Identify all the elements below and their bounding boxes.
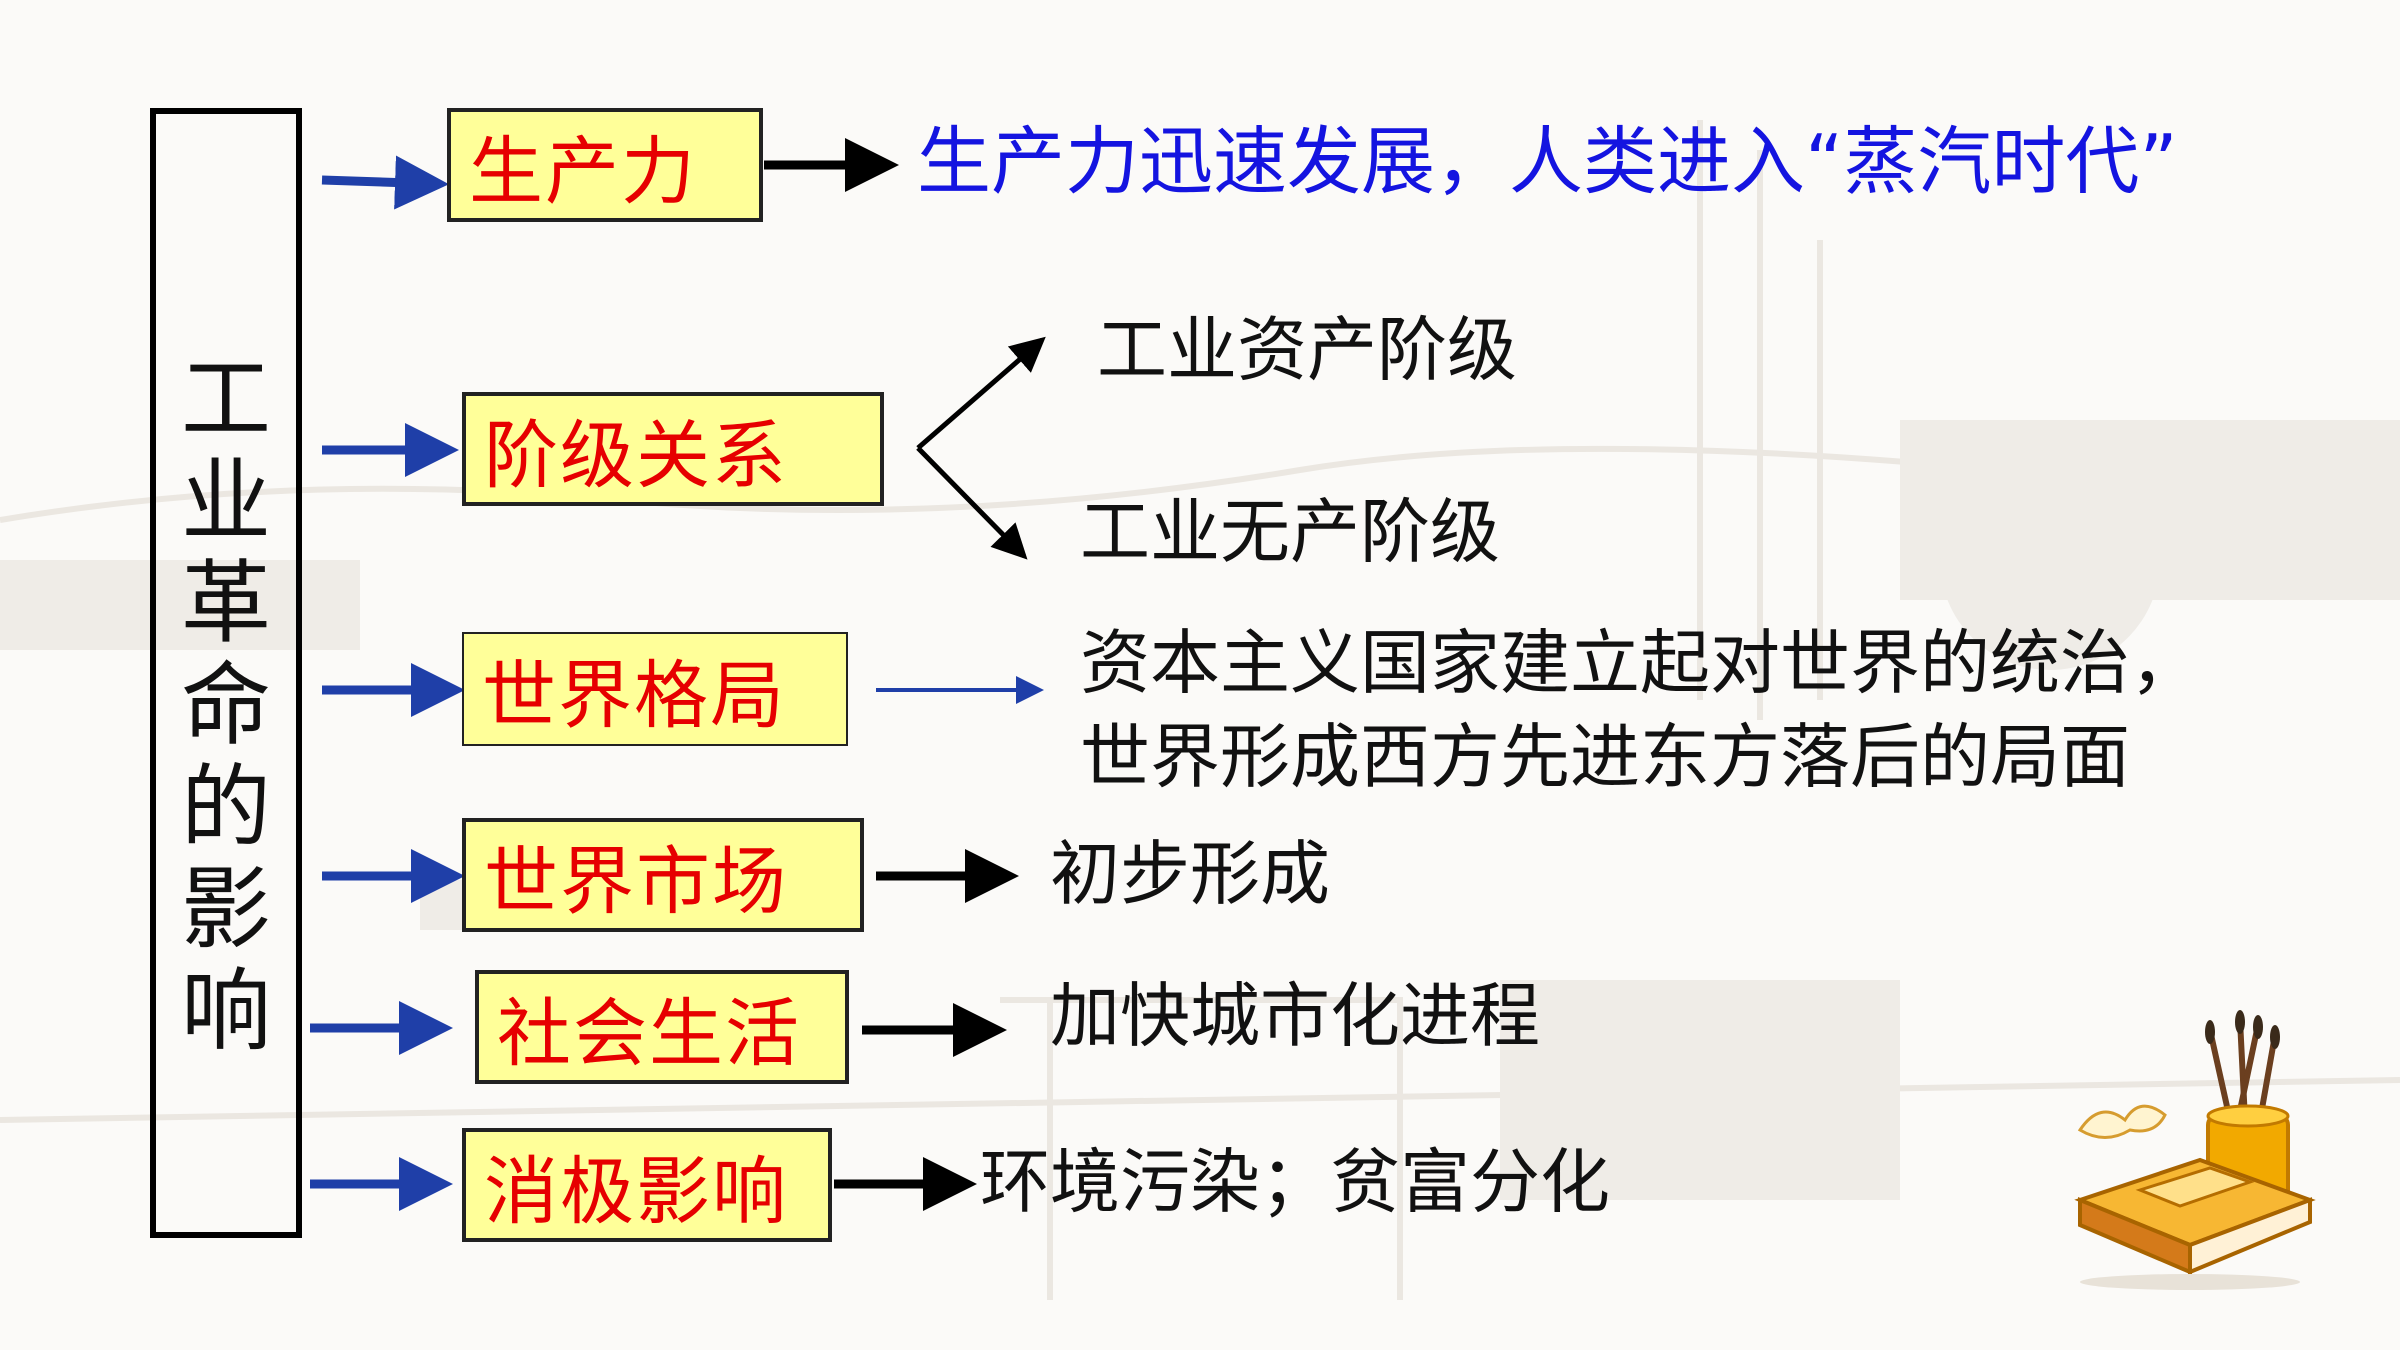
result-world-pattern: 资本主义国家建立起对世界的统治， 世界形成西方先进东方落后的局面 [1080,616,2200,804]
result-world-market: 初步形成 [1050,833,1330,915]
category-label: 世界市场 [484,838,788,925]
root-char: 命 [181,653,271,758]
result-line: 世界形成西方先进东方落后的局面 [1080,716,2130,798]
root-char: 影 [181,857,271,962]
category-world-pattern: 世界格局 [462,632,848,746]
root-char: 响 [181,959,271,1064]
result-line: 资本主义国家建立起对世界的统治， [1080,622,2200,704]
book-and-brush-pot-icon [2074,1010,2316,1290]
result-social-life: 加快城市化进程 [1050,975,1540,1057]
result-productivity: 生产力迅速发展，人类进入“蒸汽时代” [917,119,2178,205]
category-label: 世界格局 [482,652,786,739]
root-char: 业 [181,449,271,554]
result-bourgeoisie: 工业资产阶级 [1097,309,1517,391]
result-negative-impact: 环境污染；贫富分化 [980,1141,1610,1223]
root-char: 革 [181,551,271,656]
category-label: 生产力 [469,128,697,215]
category-productivity: 生产力 [447,108,763,222]
root-char: 的 [181,755,271,860]
category-label: 社会生活 [497,990,801,1077]
category-class-relations: 阶级关系 [462,392,884,506]
category-label: 消极影响 [484,1148,788,1235]
category-world-market: 世界市场 [462,818,864,932]
category-social-life: 社会生活 [475,970,849,1084]
result-proletariat: 工业无产阶级 [1080,491,1500,573]
root-title: 工 业 革 命 的 影 响 [156,349,296,1063]
category-negative-impact: 消极影响 [462,1128,832,1242]
root-char: 工 [181,347,271,452]
root-box: 工 业 革 命 的 影 响 [150,108,302,1238]
category-label: 阶级关系 [484,412,788,499]
